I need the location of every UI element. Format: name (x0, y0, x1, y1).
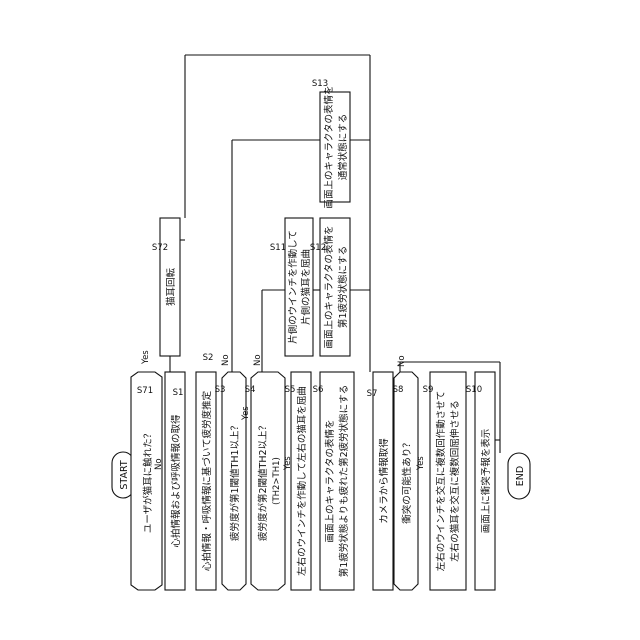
step-s8-decision: 衝突の可能性あり？ S8 No Yes (393, 355, 426, 590)
s4-text: 疲労度が第2閾値TH2以上？ (257, 421, 269, 541)
step-s6-box: 画面上のキャラクタの表情を 第1疲労状態よりも疲れた第2疲労状態にする S6 (313, 372, 354, 590)
s8-yes: Yes (416, 456, 426, 471)
s11-id: S11 (270, 243, 286, 253)
s6-id: S6 (313, 385, 324, 395)
step-s11-box: 片側のウインチを作動して 片側の猫耳を屈曲 S11 (270, 218, 313, 356)
s4-id: S4 (245, 385, 256, 395)
s6-text-line2: 第1疲労状態よりも疲れた第2疲労状態にする (338, 385, 350, 578)
s13-text-line2: 通常状態にする (337, 114, 349, 181)
s12-id: S12 (310, 243, 326, 253)
s7-text: カメラから情報取得 (378, 438, 390, 524)
s71-text: ユーザが猫耳に触れた？ (142, 429, 154, 533)
start-label: START (119, 460, 130, 490)
step-s71-decision: ユーザが猫耳に触れた？ S71 Yes No (131, 350, 164, 590)
step-s2-box: 心拍情報・呼吸情報に基づいて疲労度推定 S2 (196, 353, 216, 590)
s5-text: 左右のウインチを作動して左右の猫耳を屈曲 (296, 386, 308, 576)
s12-text-line2: 第1疲労状態にする (337, 246, 349, 328)
s72-id: S72 (152, 243, 168, 253)
end-label: END (515, 466, 526, 486)
s13-text-line1: 画面上のキャラクタの表情を (323, 85, 335, 208)
s11-text-line1: 片側のウインチを作動して (287, 230, 299, 344)
step-s7-box: カメラから情報取得 S7 (367, 372, 393, 590)
s71-id: S71 (137, 386, 153, 396)
s10-id: S10 (466, 385, 482, 395)
s3-id: S3 (215, 385, 226, 395)
s6-text-line1: 画面上のキャラクタの表情を (324, 419, 336, 542)
end-terminal: END (508, 453, 530, 499)
s4-subtext: (TH2>TH1) (272, 457, 282, 505)
s3-no: No (221, 354, 231, 366)
s1-id: S1 (173, 388, 184, 398)
step-s9-box: 左右のウインチを交互に複数回作動させて 左右の猫耳を交互に複数回屈伸させる S9 (423, 372, 466, 590)
s9-id: S9 (423, 385, 434, 395)
s8-no: No (397, 355, 407, 367)
s72-text: 猫耳回転 (165, 268, 177, 307)
s7-id: S7 (367, 389, 378, 399)
s9-text-line2: 左右の猫耳を交互に複数回屈伸させる (449, 400, 461, 562)
step-s13-box: 画面上のキャラクタの表情を 通常状態にする S13 (312, 79, 350, 209)
step-s5-box: 左右のウインチを作動して左右の猫耳を屈曲 S5 (285, 372, 311, 590)
step-s72-box: 猫耳回転 S72 (152, 218, 180, 356)
s71-no: No (154, 458, 164, 470)
s5-id: S5 (285, 385, 296, 395)
s3-yes: Yes (241, 406, 251, 421)
s71-yes: Yes (141, 350, 151, 365)
s2-text: 心拍情報・呼吸情報に基づいて疲労度推定 (201, 390, 213, 571)
s4-no: No (253, 354, 263, 366)
s3-text: 疲労度が第1閾値TH1以上？ (229, 421, 241, 541)
s2-id: S2 (203, 353, 214, 363)
s1-text: 心拍情報および呼吸情報の取得 (170, 414, 182, 548)
step-s10-box: 画面上に衝突予報を表示 S10 (466, 372, 495, 590)
s9-text-line1: 左右のウインチを交互に複数回作動させて (435, 391, 447, 572)
s8-text: 衝突の可能性あり？ (401, 438, 413, 524)
step-s12-box: 画面上のキャラクタの表情を 第1疲労状態にする S12 (310, 218, 350, 356)
s11-text-line2: 片側の猫耳を屈曲 (300, 249, 312, 325)
s10-text: 画面上に衝突予報を表示 (480, 429, 492, 534)
step-s1-box: 心拍情報および呼吸情報の取得 S1 (165, 372, 185, 590)
s13-id: S13 (312, 79, 328, 89)
s8-id: S8 (393, 385, 404, 395)
